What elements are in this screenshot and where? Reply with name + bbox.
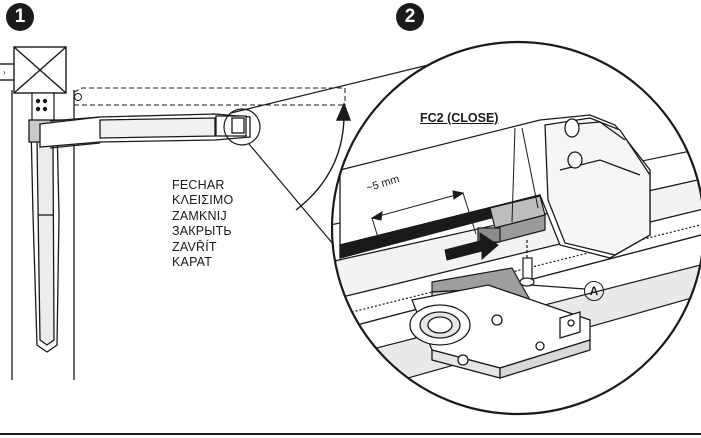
operator-arm-horizontal bbox=[39, 113, 251, 149]
close-word: FECHAR bbox=[172, 178, 225, 192]
step-2-badge: 2 bbox=[396, 3, 424, 31]
detail-dimension bbox=[370, 190, 477, 245]
flashing-lamp: › bbox=[0, 46, 67, 94]
detail-mounting-plate bbox=[409, 284, 591, 379]
close-word: ZAVŘÍT bbox=[172, 239, 217, 254]
close-words-list: FECHAR ΚΛΕΙΣΙΜΟ ZAMKNIJ ЗАКРЫТЬ ZAVŘÍT K… bbox=[172, 178, 233, 270]
close-word: ΚΛΕΙΣΙΜΟ bbox=[172, 193, 234, 208]
limit-switch-label: FC2 (CLOSE) bbox=[420, 111, 499, 125]
detail-view bbox=[332, 42, 701, 414]
close-word: ZAMKNIJ bbox=[172, 208, 227, 223]
detail-motion-arrow bbox=[444, 232, 499, 261]
close-direction-arrow bbox=[295, 102, 352, 211]
close-word: ЗАКРЫТЬ bbox=[172, 224, 232, 239]
control-column bbox=[31, 92, 55, 124]
detail-pin bbox=[519, 240, 586, 290]
operator-arm-vertical bbox=[28, 119, 64, 353]
step-1-badge: 1 bbox=[6, 3, 34, 31]
part-marker-a: A bbox=[584, 281, 604, 301]
svg-text:›: › bbox=[3, 68, 6, 77]
detail-circle-border bbox=[330, 40, 701, 416]
bottom-rule bbox=[0, 433, 701, 435]
close-word: KAPAT bbox=[172, 255, 213, 270]
detail-motor-housing bbox=[339, 114, 651, 259]
gate-leaf-dashed bbox=[73, 87, 346, 106]
fc2-leader bbox=[511, 127, 539, 223]
